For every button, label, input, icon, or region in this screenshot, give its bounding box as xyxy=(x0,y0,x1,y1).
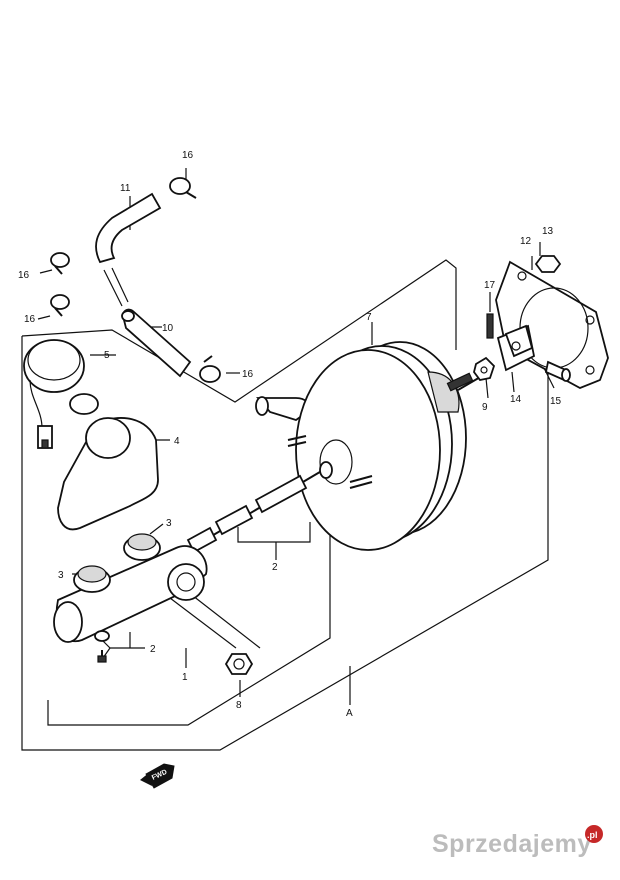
label-16-left1: 16 xyxy=(18,270,30,281)
watermark-text: Sprzedajemy xyxy=(432,830,592,858)
fluid-reservoir xyxy=(57,393,159,531)
reservoir-cap xyxy=(23,339,85,449)
clevis-yoke xyxy=(496,324,536,372)
hose-clamp-middle xyxy=(199,355,221,383)
watermark: Sprzedajemy .pl xyxy=(432,825,603,858)
label-3-top: 3 xyxy=(166,518,172,529)
mounting-stud xyxy=(486,313,494,339)
vacuum-hose-lower xyxy=(121,308,192,378)
lock-nut xyxy=(473,356,496,381)
assembly-bracket-inner xyxy=(47,534,331,726)
label-1: 1 xyxy=(182,672,188,683)
label-15: 15 xyxy=(550,396,562,407)
bleeder-fitting xyxy=(94,630,110,663)
label-16-top: 16 xyxy=(182,150,194,161)
label-10: 9 xyxy=(482,402,488,413)
label-8: 8 xyxy=(236,700,242,711)
reservoir-grommet-left xyxy=(73,565,111,593)
label-A: A xyxy=(346,708,353,719)
label-12: 11 xyxy=(120,183,131,194)
booster-stud-upper xyxy=(287,435,307,447)
label-9: 14 xyxy=(510,394,522,405)
reservoir-grommet-top xyxy=(123,533,161,561)
hose-clamp-top xyxy=(169,177,197,199)
label-7: 7 xyxy=(366,312,372,323)
label-2-rod: 2 xyxy=(272,562,278,573)
label-17: 17 xyxy=(484,280,496,291)
label-13: 12 xyxy=(520,236,532,247)
label-3-left: 3 xyxy=(58,570,64,581)
label-2-fitting: 2 xyxy=(150,644,156,655)
label-16-left2: 16 xyxy=(24,314,36,325)
watermark-badge xyxy=(585,825,603,843)
vacuum-hose-upper xyxy=(95,192,162,307)
gasket-nut xyxy=(534,255,562,273)
part-labels: 16 11 16 16 10 16 5 4 7 3 3 2 2 1 8 A 12… xyxy=(18,150,562,719)
hose-clamp-left-lower xyxy=(50,294,70,317)
push-rod xyxy=(186,461,333,554)
label-16-mid: 16 xyxy=(242,369,254,380)
clevis-pin xyxy=(544,360,571,382)
hose-clamp-left-upper xyxy=(50,252,70,275)
booster-stud-lower xyxy=(349,475,373,489)
brake-booster xyxy=(287,341,483,551)
label-14: 13 xyxy=(542,226,554,237)
check-valve-fitting xyxy=(255,396,311,421)
master-cylinder xyxy=(53,533,208,663)
front-direction-marker: FWD xyxy=(140,763,175,789)
label-4: 4 xyxy=(174,436,180,447)
mounting-nut xyxy=(224,653,254,675)
label-5: 5 xyxy=(104,350,110,361)
label-11: 10 xyxy=(162,323,174,334)
watermark-suffix: .pl xyxy=(587,830,598,840)
